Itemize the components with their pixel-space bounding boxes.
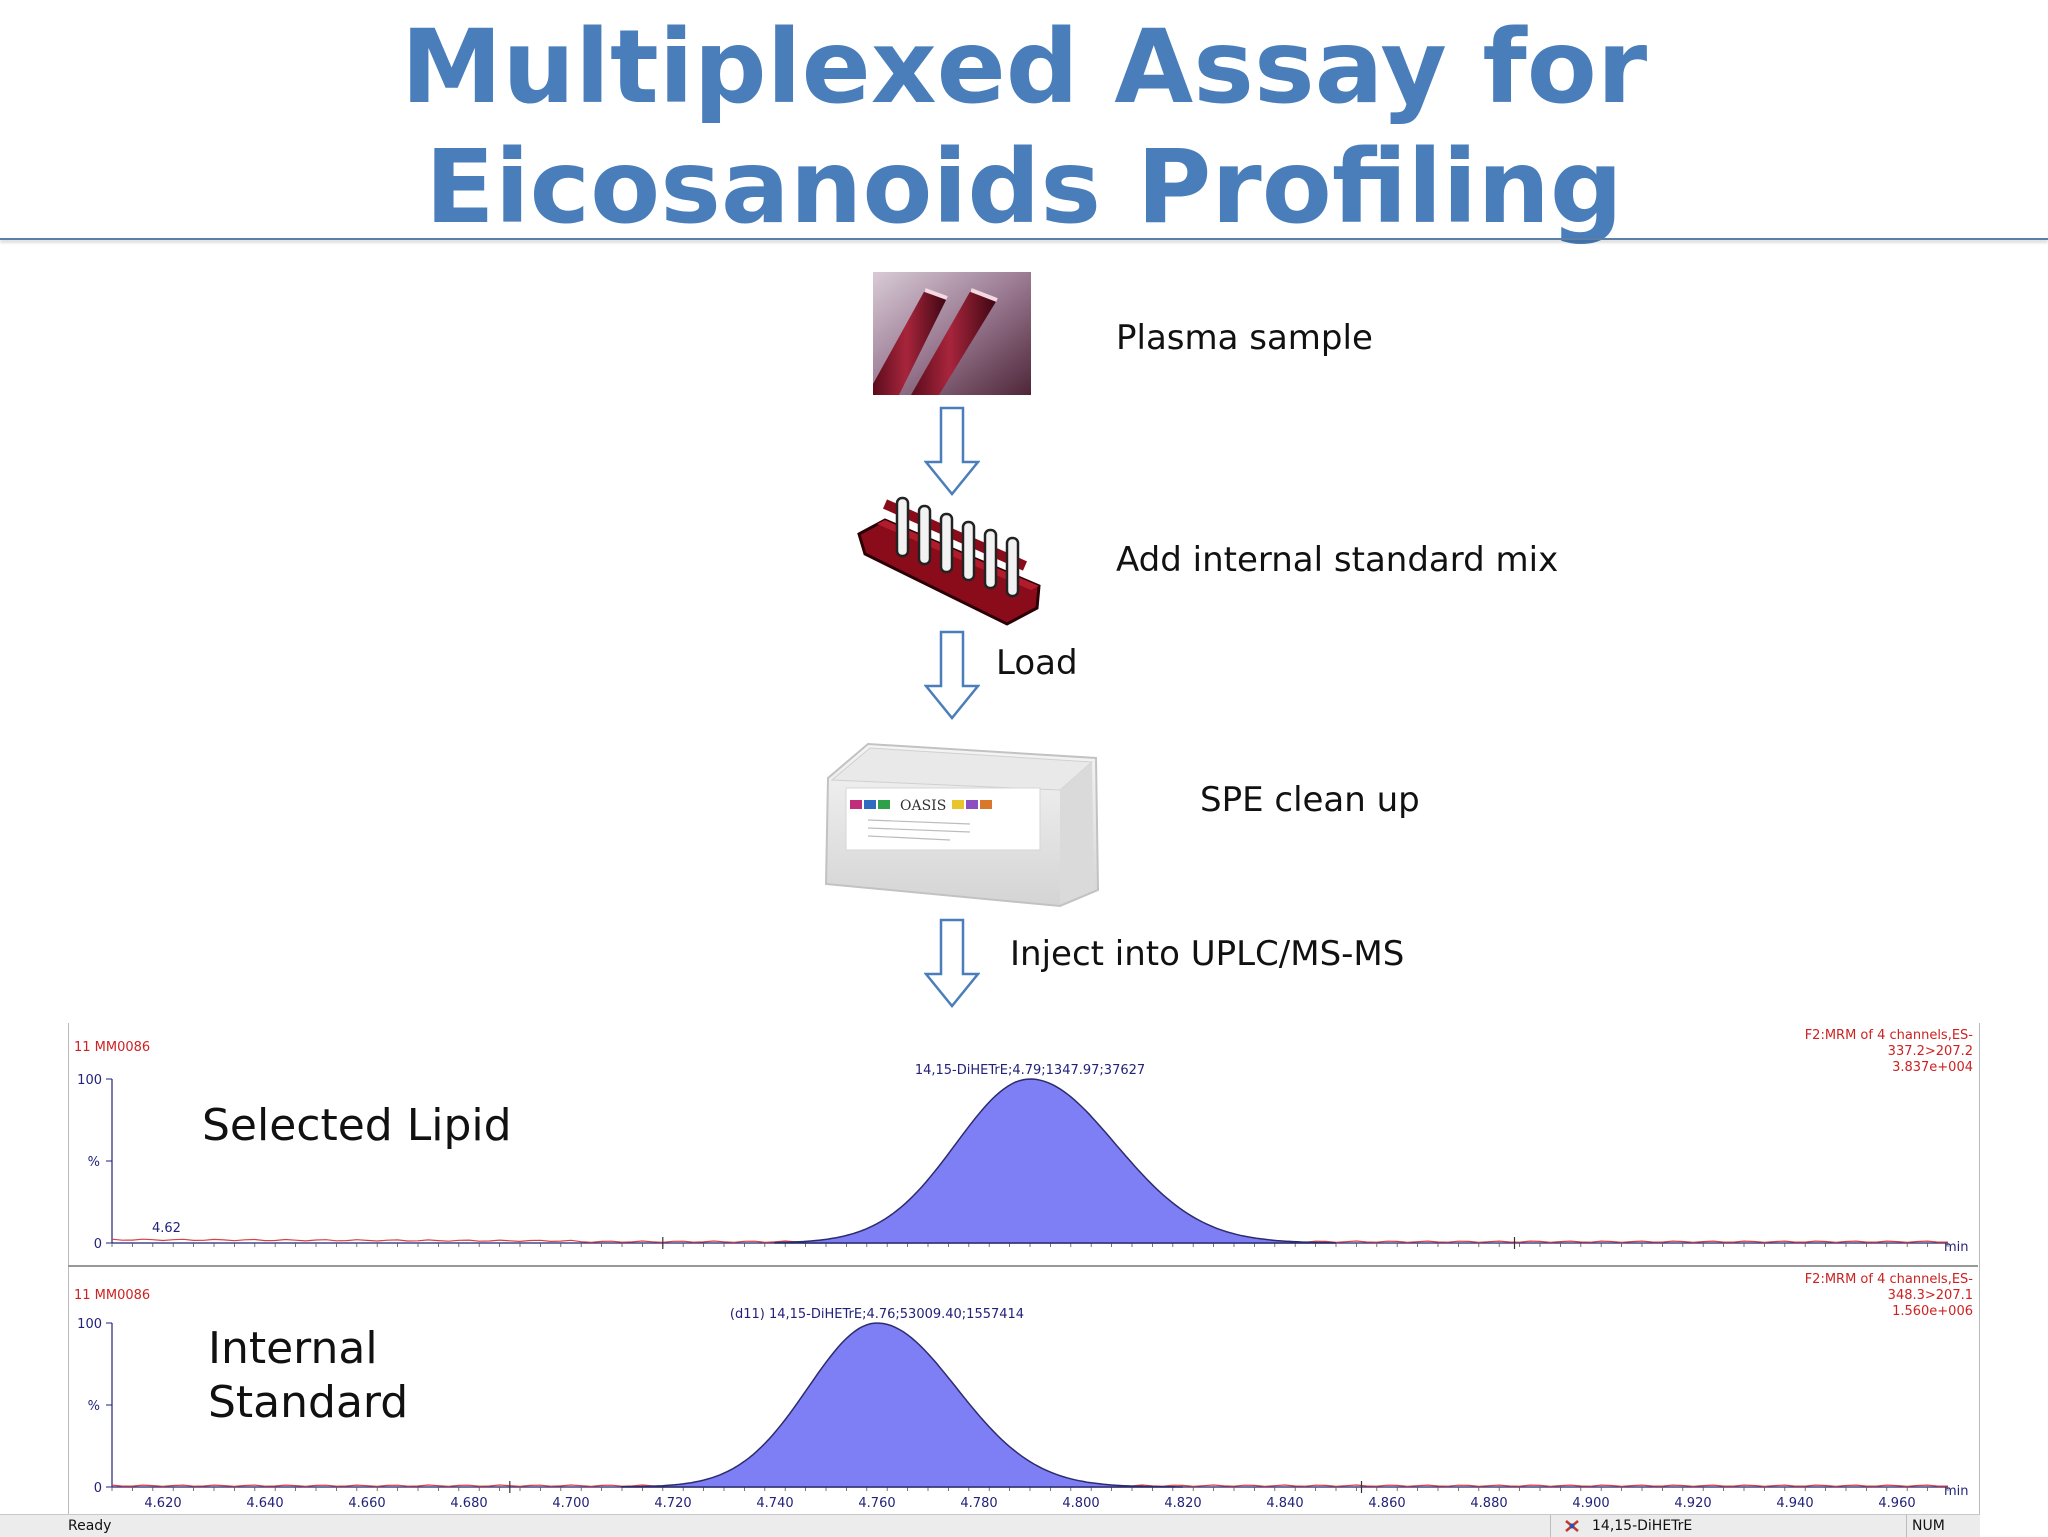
x-tick-label: 4.760 — [858, 1496, 895, 1511]
channel-transition: 348.3>207.1 — [1888, 1288, 1973, 1303]
plasma-tubes-image — [873, 272, 1031, 395]
panel-separator — [68, 1265, 1978, 1267]
x-tick-label: 4.900 — [1572, 1496, 1609, 1511]
x-tick-label: 4.680 — [450, 1496, 487, 1511]
status-compound: 14,15-DiHETrE — [1592, 1518, 1693, 1534]
x-tick-label: 4.720 — [654, 1496, 691, 1511]
slide-title: Multiplexed Assay for Eicosanoids Profil… — [0, 8, 2048, 248]
title-divider — [0, 238, 2048, 240]
peak-area — [774, 1078, 1337, 1244]
down-arrow-icon — [924, 630, 980, 720]
chromatogram-internal-standard: 11 MM0086 F2:MRM of 4 channels,ES- 348.3… — [74, 1272, 1974, 1511]
y-tick-100: 100 — [77, 1073, 102, 1088]
slide-title-line1: Multiplexed Assay for — [400, 8, 1648, 127]
channel-header: F2:MRM of 4 channels,ES- — [1805, 1028, 1974, 1043]
x-unit-label: min — [1944, 1484, 1969, 1499]
x-unit-label: min — [1944, 1240, 1969, 1255]
step-add-internal-standard: Add internal standard mix — [1116, 540, 1559, 580]
sample-id: 11 MM0086 — [74, 1288, 150, 1303]
step-load: Load — [996, 643, 1078, 683]
label-internal-standard: Internal Standard — [208, 1322, 408, 1430]
y-tick-percent: % — [88, 1155, 100, 1170]
channel-header: F2:MRM of 4 channels,ES- — [1805, 1272, 1974, 1287]
peak-annotation: (d11) 14,15-DiHETrE;4.76;53009.40;155741… — [730, 1307, 1024, 1322]
step-inject-uplc: Inject into UPLC/MS-MS — [1010, 934, 1405, 974]
x-tick-label: 4.640 — [246, 1496, 283, 1511]
channel-intensity: 3.837e+004 — [1892, 1060, 1973, 1075]
x-tick-label: 4.920 — [1674, 1496, 1711, 1511]
step-spe-clean-up: SPE clean up — [1200, 780, 1420, 820]
y-tick-0: 0 — [94, 1481, 102, 1496]
x-tick-label: 4.860 — [1368, 1496, 1405, 1511]
x-tick-label: 4.960 — [1878, 1496, 1915, 1511]
compound-icon — [1565, 1520, 1579, 1532]
x-tick-label: 4.660 — [348, 1496, 385, 1511]
sample-id: 11 MM0086 — [74, 1040, 150, 1055]
test-tube-rack-image — [857, 496, 1041, 626]
x-tick-label: 4.840 — [1266, 1496, 1303, 1511]
status-num: NUM — [1912, 1518, 1945, 1534]
y-tick-100: 100 — [77, 1317, 102, 1332]
status-ready: Ready — [68, 1518, 112, 1534]
step-plasma-sample: Plasma sample — [1116, 318, 1373, 358]
channel-intensity: 1.560e+006 — [1892, 1304, 1973, 1319]
channel-transition: 337.2>207.2 — [1888, 1044, 1973, 1059]
x-tick-label: 4.700 — [552, 1496, 589, 1511]
label-internal-standard-line1: Internal — [208, 1323, 378, 1374]
plate-brand-label: OASIS — [900, 798, 946, 814]
x-tick-label: 4.740 — [756, 1496, 793, 1511]
spe-plate-image: OASIS — [824, 742, 1100, 908]
chromatogram-selected-lipid: 11 MM0086 F2:MRM of 4 channels,ES- 337.2… — [74, 1028, 1974, 1255]
y-tick-0: 0 — [94, 1237, 102, 1252]
label-selected-lipid: Selected Lipid — [202, 1100, 512, 1151]
down-arrow-icon — [924, 918, 980, 1008]
x-tick-label: 4.780 — [960, 1496, 997, 1511]
x-tick-label: 4.800 — [1062, 1496, 1099, 1511]
x-tick-label: 4.940 — [1776, 1496, 1813, 1511]
status-bar: Ready 14,15-DiHETrE NUM — [0, 1514, 1980, 1537]
slide-title-line2: Eicosanoids Profiling — [425, 128, 1623, 247]
peak-area — [621, 1322, 1184, 1488]
chromatogram-frame — [68, 1023, 1980, 1521]
x-tick-label: 4.620 — [144, 1496, 181, 1511]
x-tick-label: 4.880 — [1470, 1496, 1507, 1511]
minor-peak-label: 4.62 — [152, 1221, 181, 1236]
label-internal-standard-line2: Standard — [208, 1377, 409, 1428]
down-arrow-icon — [924, 406, 980, 496]
peak-annotation: 14,15-DiHETrE;4.79;1347.97;37627 — [915, 1063, 1145, 1078]
x-tick-label: 4.820 — [1164, 1496, 1201, 1511]
y-tick-percent: % — [88, 1399, 100, 1414]
